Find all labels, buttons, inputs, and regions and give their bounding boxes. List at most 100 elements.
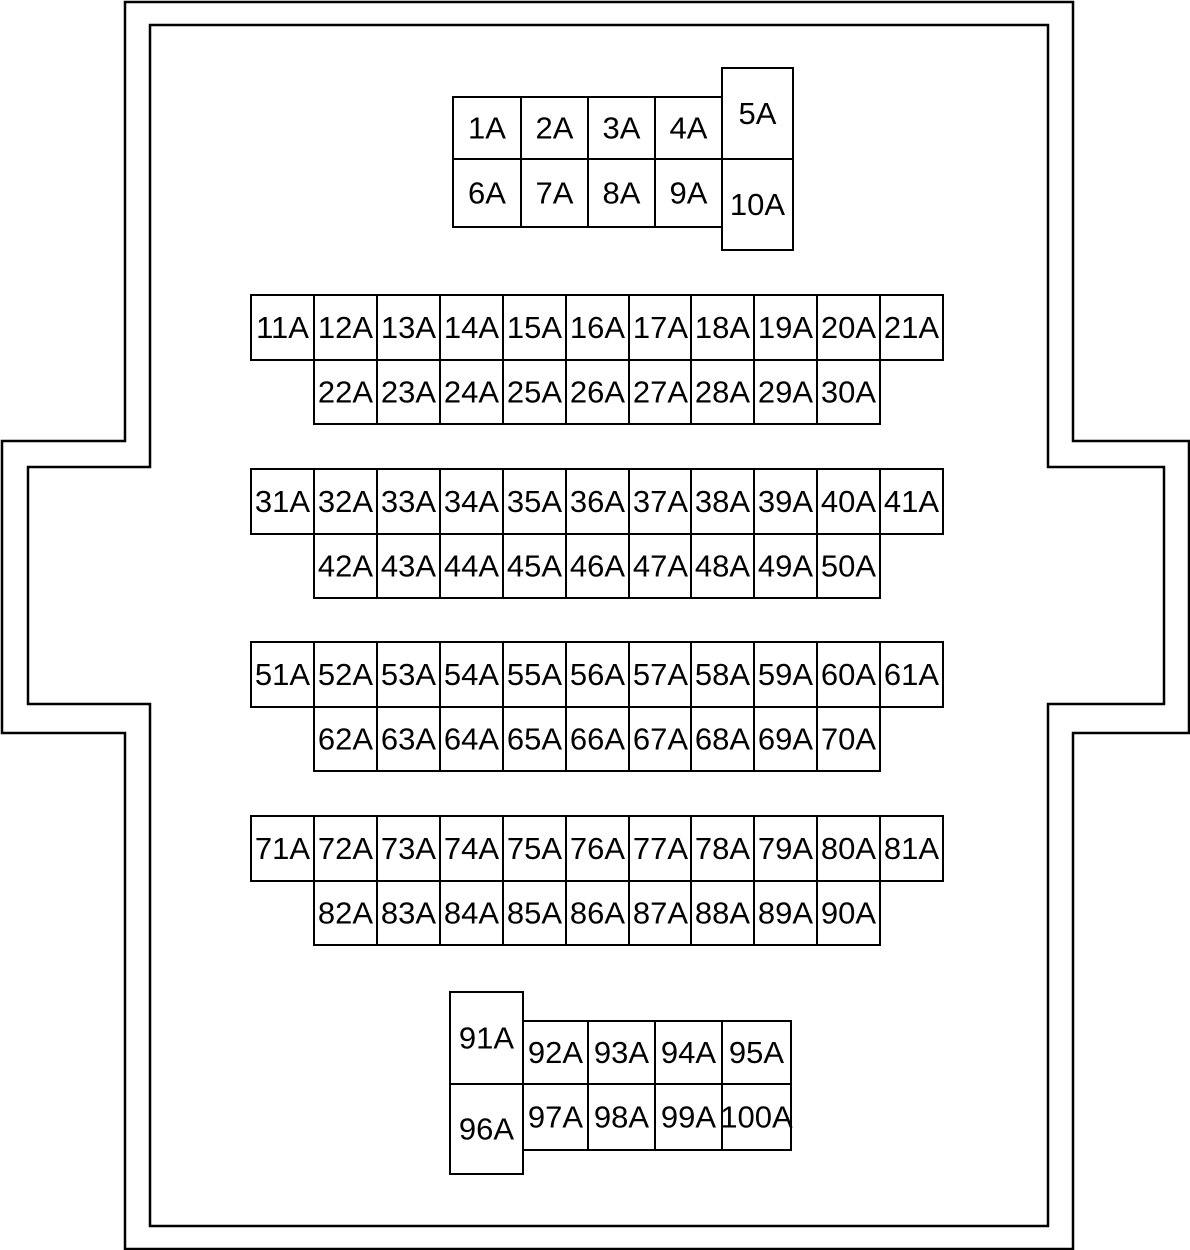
terminal-label: 98A — [594, 1100, 649, 1135]
terminal-label: 65A — [507, 722, 562, 757]
terminal-cell-78a: 78A — [690, 815, 755, 882]
terminal-label: 29A — [758, 375, 813, 410]
terminal-cell-box — [502, 706, 567, 772]
terminal-cell-58a: 58A — [690, 641, 755, 708]
terminal-label: 36A — [570, 484, 625, 519]
terminal-cell-box — [376, 706, 441, 772]
terminal-cell-box — [690, 880, 755, 946]
terminal-label: 92A — [528, 1035, 583, 1070]
terminal-label: 81A — [884, 831, 939, 866]
terminal-cell-7a: 7A — [520, 158, 589, 228]
terminal-label: 91A — [459, 1021, 514, 1056]
terminal-label: 49A — [758, 549, 813, 584]
terminal-cell-66a: 66A — [565, 706, 630, 772]
terminal-cell-76a: 76A — [565, 815, 630, 882]
terminal-cell-box — [690, 533, 755, 599]
terminal-cell-61a: 61A — [879, 641, 944, 708]
terminal-label: 85A — [507, 896, 562, 931]
terminal-cell-box — [721, 1020, 792, 1085]
terminal-label: 68A — [695, 722, 750, 757]
terminal-label: 27A — [633, 375, 688, 410]
terminal-label: 76A — [570, 831, 625, 866]
terminal-cell-81a: 81A — [879, 815, 944, 882]
terminal-label: 10A — [730, 187, 785, 222]
terminal-cell-box — [520, 158, 589, 228]
terminal-label: 57A — [633, 657, 688, 692]
terminal-cell-18a: 18A — [690, 294, 755, 361]
terminal-label: 2A — [536, 111, 574, 146]
terminal-label: 73A — [381, 831, 436, 866]
terminal-cell-84a: 84A — [439, 880, 504, 946]
terminal-label: 32A — [318, 484, 373, 519]
terminal-label: 14A — [444, 310, 499, 345]
terminal-cell-box — [439, 706, 504, 772]
terminal-cell-14a: 14A — [439, 294, 504, 361]
terminal-cell-box — [439, 294, 504, 361]
terminal-cell-59a: 59A — [753, 641, 818, 708]
terminal-cell-32a: 32A — [313, 468, 378, 535]
terminal-cell-46a: 46A — [565, 533, 630, 599]
terminal-label: 100A — [720, 1100, 793, 1135]
terminal-cell-box — [449, 1083, 524, 1175]
terminal-label: 63A — [381, 722, 436, 757]
terminal-cell-8a: 8A — [587, 158, 656, 228]
terminal-cell-6a: 6A — [452, 158, 522, 228]
terminal-cell-box — [250, 294, 315, 361]
terminal-label: 71A — [255, 831, 310, 866]
terminal-label: 96A — [459, 1112, 514, 1147]
terminal-cell-89a: 89A — [753, 880, 818, 946]
terminal-cell-box — [628, 641, 693, 708]
terminal-label: 24A — [444, 375, 499, 410]
terminal-cell-box — [376, 359, 441, 425]
terminal-label: 38A — [695, 484, 750, 519]
terminal-cell-80a: 80A — [816, 815, 881, 882]
terminal-label: 22A — [318, 375, 373, 410]
terminal-label: 66A — [570, 722, 625, 757]
terminal-cell-77a: 77A — [628, 815, 693, 882]
terminal-cell-box — [721, 1083, 792, 1151]
terminal-cell-27a: 27A — [628, 359, 693, 425]
terminal-label: 6A — [468, 176, 506, 211]
terminal-cell-20a: 20A — [816, 294, 881, 361]
terminal-cell-68a: 68A — [690, 706, 755, 772]
terminal-cell-3a: 3A — [587, 96, 656, 160]
terminal-label: 86A — [570, 896, 625, 931]
terminal-label: 37A — [633, 484, 688, 519]
terminal-label: 13A — [381, 310, 436, 345]
terminal-label: 75A — [507, 831, 562, 866]
terminal-label: 77A — [633, 831, 688, 866]
terminal-label: 30A — [821, 375, 876, 410]
terminal-cell-86a: 86A — [565, 880, 630, 946]
terminal-cell-79a: 79A — [753, 815, 818, 882]
terminal-cell-box — [690, 815, 755, 882]
terminal-cell-65a: 65A — [502, 706, 567, 772]
terminal-cell-67a: 67A — [628, 706, 693, 772]
terminal-label: 84A — [444, 896, 499, 931]
terminal-label: 9A — [670, 176, 708, 211]
terminal-cell-box — [565, 533, 630, 599]
terminal-label: 79A — [758, 831, 813, 866]
terminal-label: 47A — [633, 549, 688, 584]
terminal-label: 48A — [695, 549, 750, 584]
terminal-label: 44A — [444, 549, 499, 584]
terminal-cell-53a: 53A — [376, 641, 441, 708]
terminal-label: 35A — [507, 484, 562, 519]
terminal-cell-31a: 31A — [250, 468, 315, 535]
terminal-label: 46A — [570, 549, 625, 584]
terminal-label: 56A — [570, 657, 625, 692]
terminal-label: 25A — [507, 375, 562, 410]
inner-housing-outline — [26, 23, 1166, 1228]
terminal-cell-13a: 13A — [376, 294, 441, 361]
terminal-cell-54a: 54A — [439, 641, 504, 708]
terminal-label: 50A — [821, 549, 876, 584]
terminal-cell-85a: 85A — [502, 880, 567, 946]
terminal-cell-box — [628, 706, 693, 772]
terminal-label: 31A — [255, 484, 310, 519]
terminal-label: 15A — [507, 310, 562, 345]
terminal-cell-box — [313, 294, 378, 361]
terminal-cell-39a: 39A — [753, 468, 818, 535]
terminal-label: 90A — [821, 896, 876, 931]
terminal-cell-42a: 42A — [313, 533, 378, 599]
terminal-label: 26A — [570, 375, 625, 410]
terminal-cell-34a: 34A — [439, 468, 504, 535]
